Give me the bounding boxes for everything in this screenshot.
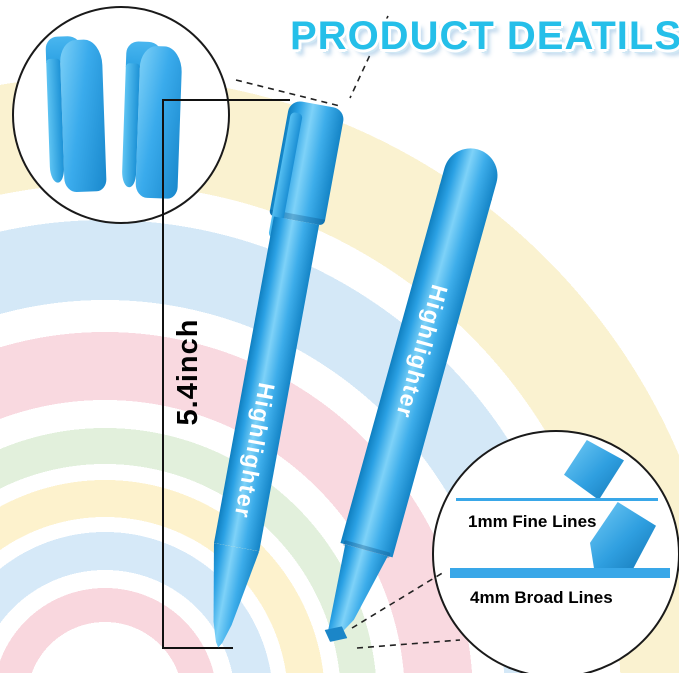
cap-shell <box>59 39 107 193</box>
cap-shell <box>135 45 183 199</box>
page-title: PRODUCT DEATILS <box>290 14 679 58</box>
fine-line-sample <box>456 498 658 501</box>
chisel-tip-fine-illustration <box>564 440 624 500</box>
chisel-tip-broad-illustration <box>590 502 656 568</box>
dimension-label: 5.4inch <box>172 318 204 426</box>
cap-illustration <box>41 27 109 199</box>
tip-detail-circle: 1mm Fine Lines 4mm Broad Lines <box>432 430 679 673</box>
cap-illustration <box>117 33 185 205</box>
fine-line-label: 1mm Fine Lines <box>468 512 597 531</box>
cap-detail-circle <box>12 6 230 224</box>
broad-line-sample <box>450 568 670 578</box>
broad-line-label: 4mm Broad Lines <box>470 588 613 607</box>
